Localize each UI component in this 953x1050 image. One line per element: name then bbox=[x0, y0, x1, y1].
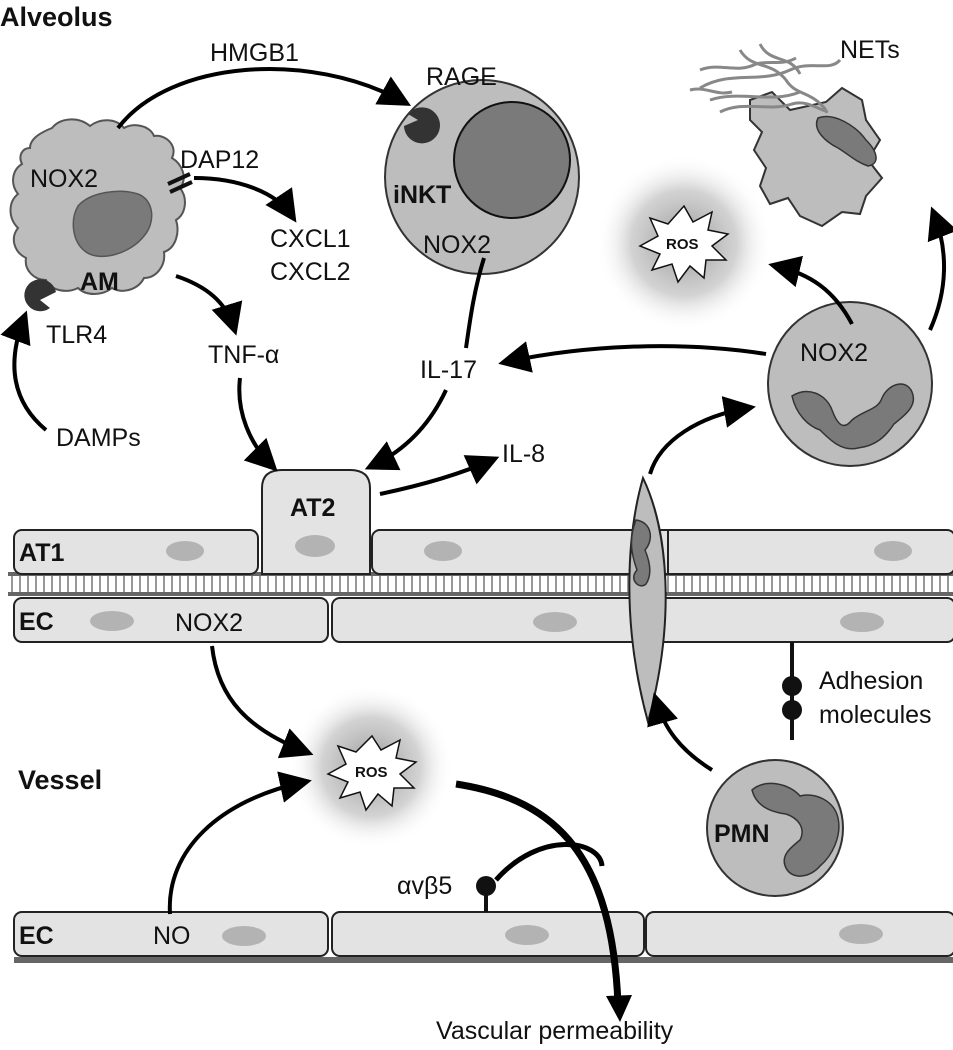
arrow-hmgb1 bbox=[116, 66, 412, 130]
no-label: NO bbox=[153, 922, 191, 950]
rage-label: RAGE bbox=[426, 63, 497, 91]
avb5-integrin-icon bbox=[476, 876, 496, 912]
avb5-link bbox=[494, 842, 605, 882]
damps-label: DAMPs bbox=[56, 424, 141, 452]
arrow-il8 bbox=[379, 455, 500, 496]
at1-label: AT1 bbox=[19, 539, 64, 567]
basement-membrane bbox=[8, 574, 953, 594]
cxcl1-label: CXCL1 bbox=[270, 225, 351, 253]
arrow-neutrophil-nets bbox=[927, 206, 953, 331]
ros-bottom-label: ROS bbox=[355, 764, 388, 781]
nox2-ec-label: NOX2 bbox=[175, 609, 243, 637]
alveolus-label: Alveolus bbox=[0, 2, 113, 32]
ros-top bbox=[596, 155, 772, 331]
arrow-inkt-il17 bbox=[464, 257, 486, 349]
il17-label: IL-17 bbox=[420, 356, 477, 384]
arrow-cxcl bbox=[193, 176, 297, 223]
avb5-label: αvβ5 bbox=[397, 872, 452, 900]
vascular-permeability-label: Vascular permeability bbox=[436, 1017, 674, 1045]
alveolar-macrophage bbox=[9, 118, 186, 295]
ec-top-row bbox=[13, 597, 953, 643]
dap12-label: DAP12 bbox=[180, 146, 259, 174]
arrow-il17-at2 bbox=[364, 389, 448, 471]
nets-cell bbox=[689, 43, 884, 228]
tlr4-receptor-icon bbox=[24, 279, 56, 312]
ros-bottom bbox=[289, 685, 453, 849]
arrow-tnfa-at2 bbox=[237, 377, 278, 472]
cxcl2-label: CXCL2 bbox=[270, 258, 351, 286]
tlr4-label: TLR4 bbox=[46, 321, 107, 349]
am-label: AM bbox=[80, 268, 119, 296]
dap12-receptor-icon bbox=[167, 172, 193, 194]
neutrophil-alveolus bbox=[767, 301, 933, 467]
inkt-label: iNKT bbox=[393, 181, 451, 209]
pmn-label: PMN bbox=[714, 820, 770, 848]
at2-label: AT2 bbox=[290, 494, 335, 522]
vessel-label: Vessel bbox=[18, 765, 102, 795]
nox2-am-label: NOX2 bbox=[30, 165, 98, 193]
arrow-transmigration bbox=[648, 396, 756, 475]
nets-label: NETs bbox=[840, 36, 900, 64]
ec-bottom-row bbox=[13, 911, 953, 957]
adhesion-molecules-icon bbox=[782, 642, 802, 740]
il8-label: IL-8 bbox=[502, 440, 545, 468]
arrow-nox2-ros bbox=[210, 645, 314, 759]
ec-bottom-label: EC bbox=[19, 922, 54, 950]
transmigrating-neutrophil bbox=[628, 475, 667, 726]
arrow-neutrophil-ros bbox=[768, 255, 854, 325]
arrow-neutrophil-il17 bbox=[498, 341, 767, 373]
rage-receptor-icon bbox=[404, 107, 440, 144]
arrow-vascular-permeability-head bbox=[606, 995, 632, 1022]
adhesion-label-1: Adhesion bbox=[819, 667, 923, 695]
nox2-inkt-label: NOX2 bbox=[423, 231, 491, 259]
arrow-tnfa bbox=[175, 274, 243, 336]
hmgb1-label: HMGB1 bbox=[210, 39, 299, 67]
ros-top-label: ROS bbox=[666, 236, 699, 253]
arrow-no-ros bbox=[167, 771, 312, 915]
nox2-neutrophil-label: NOX2 bbox=[800, 339, 868, 367]
at1-cell-row bbox=[13, 529, 953, 575]
ec-top-label: EC bbox=[19, 608, 54, 636]
at2-cell bbox=[261, 469, 371, 575]
adhesion-label-2: molecules bbox=[819, 701, 932, 729]
arrow-damps bbox=[0, 310, 48, 432]
tnfa-label: TNF-α bbox=[208, 341, 279, 369]
arrow-pmn-migration bbox=[647, 692, 714, 772]
pmn-cell bbox=[706, 759, 844, 897]
